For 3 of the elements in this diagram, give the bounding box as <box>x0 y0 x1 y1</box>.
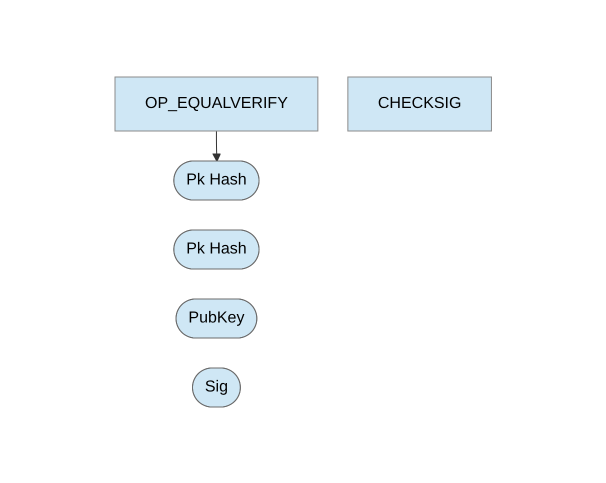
arrow <box>212 130 221 162</box>
node-box: OP_EQUALVERIFY <box>114 76 318 131</box>
node-box: CHECKSIG <box>347 76 492 131</box>
